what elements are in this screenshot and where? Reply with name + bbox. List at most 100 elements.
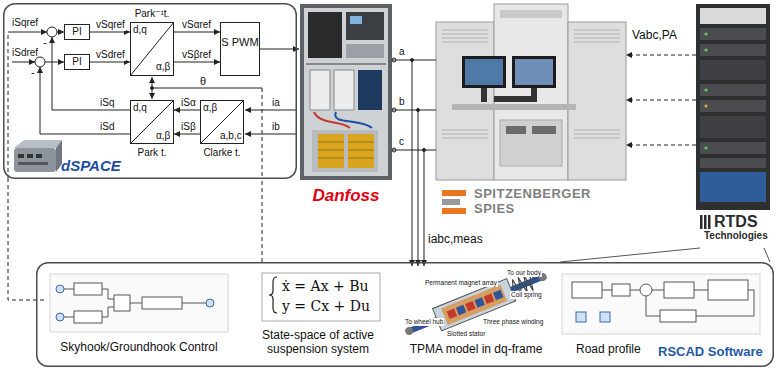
inverter-cabinet-photo	[310, 70, 330, 110]
inverter-cabinet-photo	[312, 130, 378, 172]
node-text: α,β	[203, 102, 217, 114]
model-block: Road profile	[556, 268, 766, 362]
measurement-wiring	[412, 60, 413, 266]
part-name: Coil spring	[510, 291, 543, 299]
control-wiring	[8, 32, 47, 33]
signal-label: c	[398, 136, 405, 148]
amplifier-photo	[532, 126, 556, 134]
connector	[392, 110, 436, 111]
simulator-rack-photo	[696, 4, 770, 210]
simulator-rack-photo	[696, 4, 770, 210]
pi-block: PI	[64, 24, 90, 40]
part-name: Permanent magnet array	[424, 279, 498, 287]
simulator-rack-photo	[700, 44, 766, 56]
connector	[174, 32, 220, 33]
inverter-cabinet-photo	[335, 112, 372, 128]
simulator-rack-photo	[705, 49, 708, 52]
node-text: Danfoss	[296, 186, 396, 206]
node-text: Park⁻¹t.	[124, 8, 180, 20]
amplifier-photo	[515, 59, 553, 85]
inverter-photo: Danfoss	[300, 4, 392, 180]
connector	[626, 55, 696, 56]
inverter-cabinet-photo	[300, 4, 392, 180]
simulator-rack-photo	[705, 105, 708, 108]
signal-name: ib	[272, 121, 280, 133]
signal-label: a	[398, 46, 406, 58]
inverter-cabinet-photo	[334, 70, 354, 110]
skyhook-model-screenshot	[50, 274, 228, 332]
tpma-illustration	[404, 326, 414, 336]
dspace-device	[14, 140, 62, 148]
signal-name: iSd	[100, 121, 114, 133]
node-text: State-space of active suspension system	[242, 328, 394, 356]
node-text: RSCAD Software	[658, 344, 763, 360]
inverter-cabinet-photo	[348, 134, 374, 168]
simulator-rack-photo	[705, 89, 708, 92]
connector	[90, 62, 130, 63]
node-text: TPMA model in dq-frame	[400, 342, 552, 356]
amplifier-photo	[512, 56, 556, 88]
amplifier-photo	[436, 4, 626, 180]
skyhook-model-screenshot	[206, 299, 214, 307]
control-wiring	[151, 87, 154, 90]
callout-lines	[560, 248, 770, 262]
simulator-rack-photo	[700, 100, 766, 112]
control-wiring	[8, 32, 9, 179]
signal-name: ia	[272, 97, 280, 109]
connectors	[8, 32, 696, 300]
amplifier-photo	[481, 88, 487, 102]
dspace-device	[18, 162, 48, 165]
control-panel: dSPACEPIPark⁻¹t.d,qα,βS PWMPId,qα,βPark …	[3, 3, 297, 179]
skyhook-model-screenshot	[142, 297, 182, 309]
skyhook-model-screenshot	[56, 313, 64, 321]
road-profile-screenshot	[600, 312, 610, 322]
pi-block: PI	[64, 54, 90, 70]
callout-lines	[560, 248, 700, 262]
connector	[392, 150, 436, 151]
sign-symbol: -	[43, 36, 47, 49]
model-block: Skyhook/Groundhook Control	[44, 268, 234, 362]
connector	[174, 62, 220, 63]
node-text: y = Cx + Du	[282, 298, 370, 315]
dspace-device	[18, 154, 24, 158]
amplifier-photo	[442, 30, 620, 42]
simulator-rack-photo	[705, 33, 708, 36]
node-text: d,q	[133, 102, 147, 114]
connector	[8, 179, 44, 300]
inverter-cabinet-photo	[306, 63, 386, 65]
signal-label: b	[398, 96, 406, 108]
equation-box	[269, 277, 277, 313]
block-diagonal	[130, 100, 174, 144]
road-profile-screenshot	[602, 290, 754, 316]
node-text: Technologies	[704, 230, 768, 242]
inverter-cabinet-photo	[308, 12, 342, 58]
inverter-cabinet-photo	[318, 134, 344, 168]
control-wiring	[47, 27, 57, 37]
equation-box	[262, 273, 380, 321]
tpma-illustration	[475, 297, 485, 307]
control-wiring	[40, 67, 130, 134]
road-profile-screenshot	[562, 274, 760, 334]
signal-label: vSqref	[95, 19, 126, 31]
dspace-device	[27, 154, 33, 158]
connector	[90, 32, 130, 33]
part-name: Slotted stator	[446, 330, 486, 338]
connector	[262, 179, 263, 262]
node-text: α,β	[156, 130, 170, 142]
amplifier-photo	[462, 56, 506, 88]
node-text: S PWM	[220, 35, 260, 49]
node-text: Park t.	[124, 147, 180, 159]
measurement-wiring	[392, 58, 426, 266]
software-panel: RSCAD Software Skyhook/Groundhook Control…	[36, 262, 774, 367]
control-wiring	[12, 62, 35, 63]
control-wiring	[52, 37, 130, 110]
node-text: ẋ = Ax + Bu	[282, 278, 368, 295]
simulator-rack-photo	[700, 60, 766, 80]
amplifier-logo	[442, 190, 466, 214]
sign-symbol: -	[31, 66, 35, 79]
tpma-illustration	[484, 294, 494, 304]
amplifier-photo	[452, 104, 576, 110]
connector	[174, 134, 200, 135]
